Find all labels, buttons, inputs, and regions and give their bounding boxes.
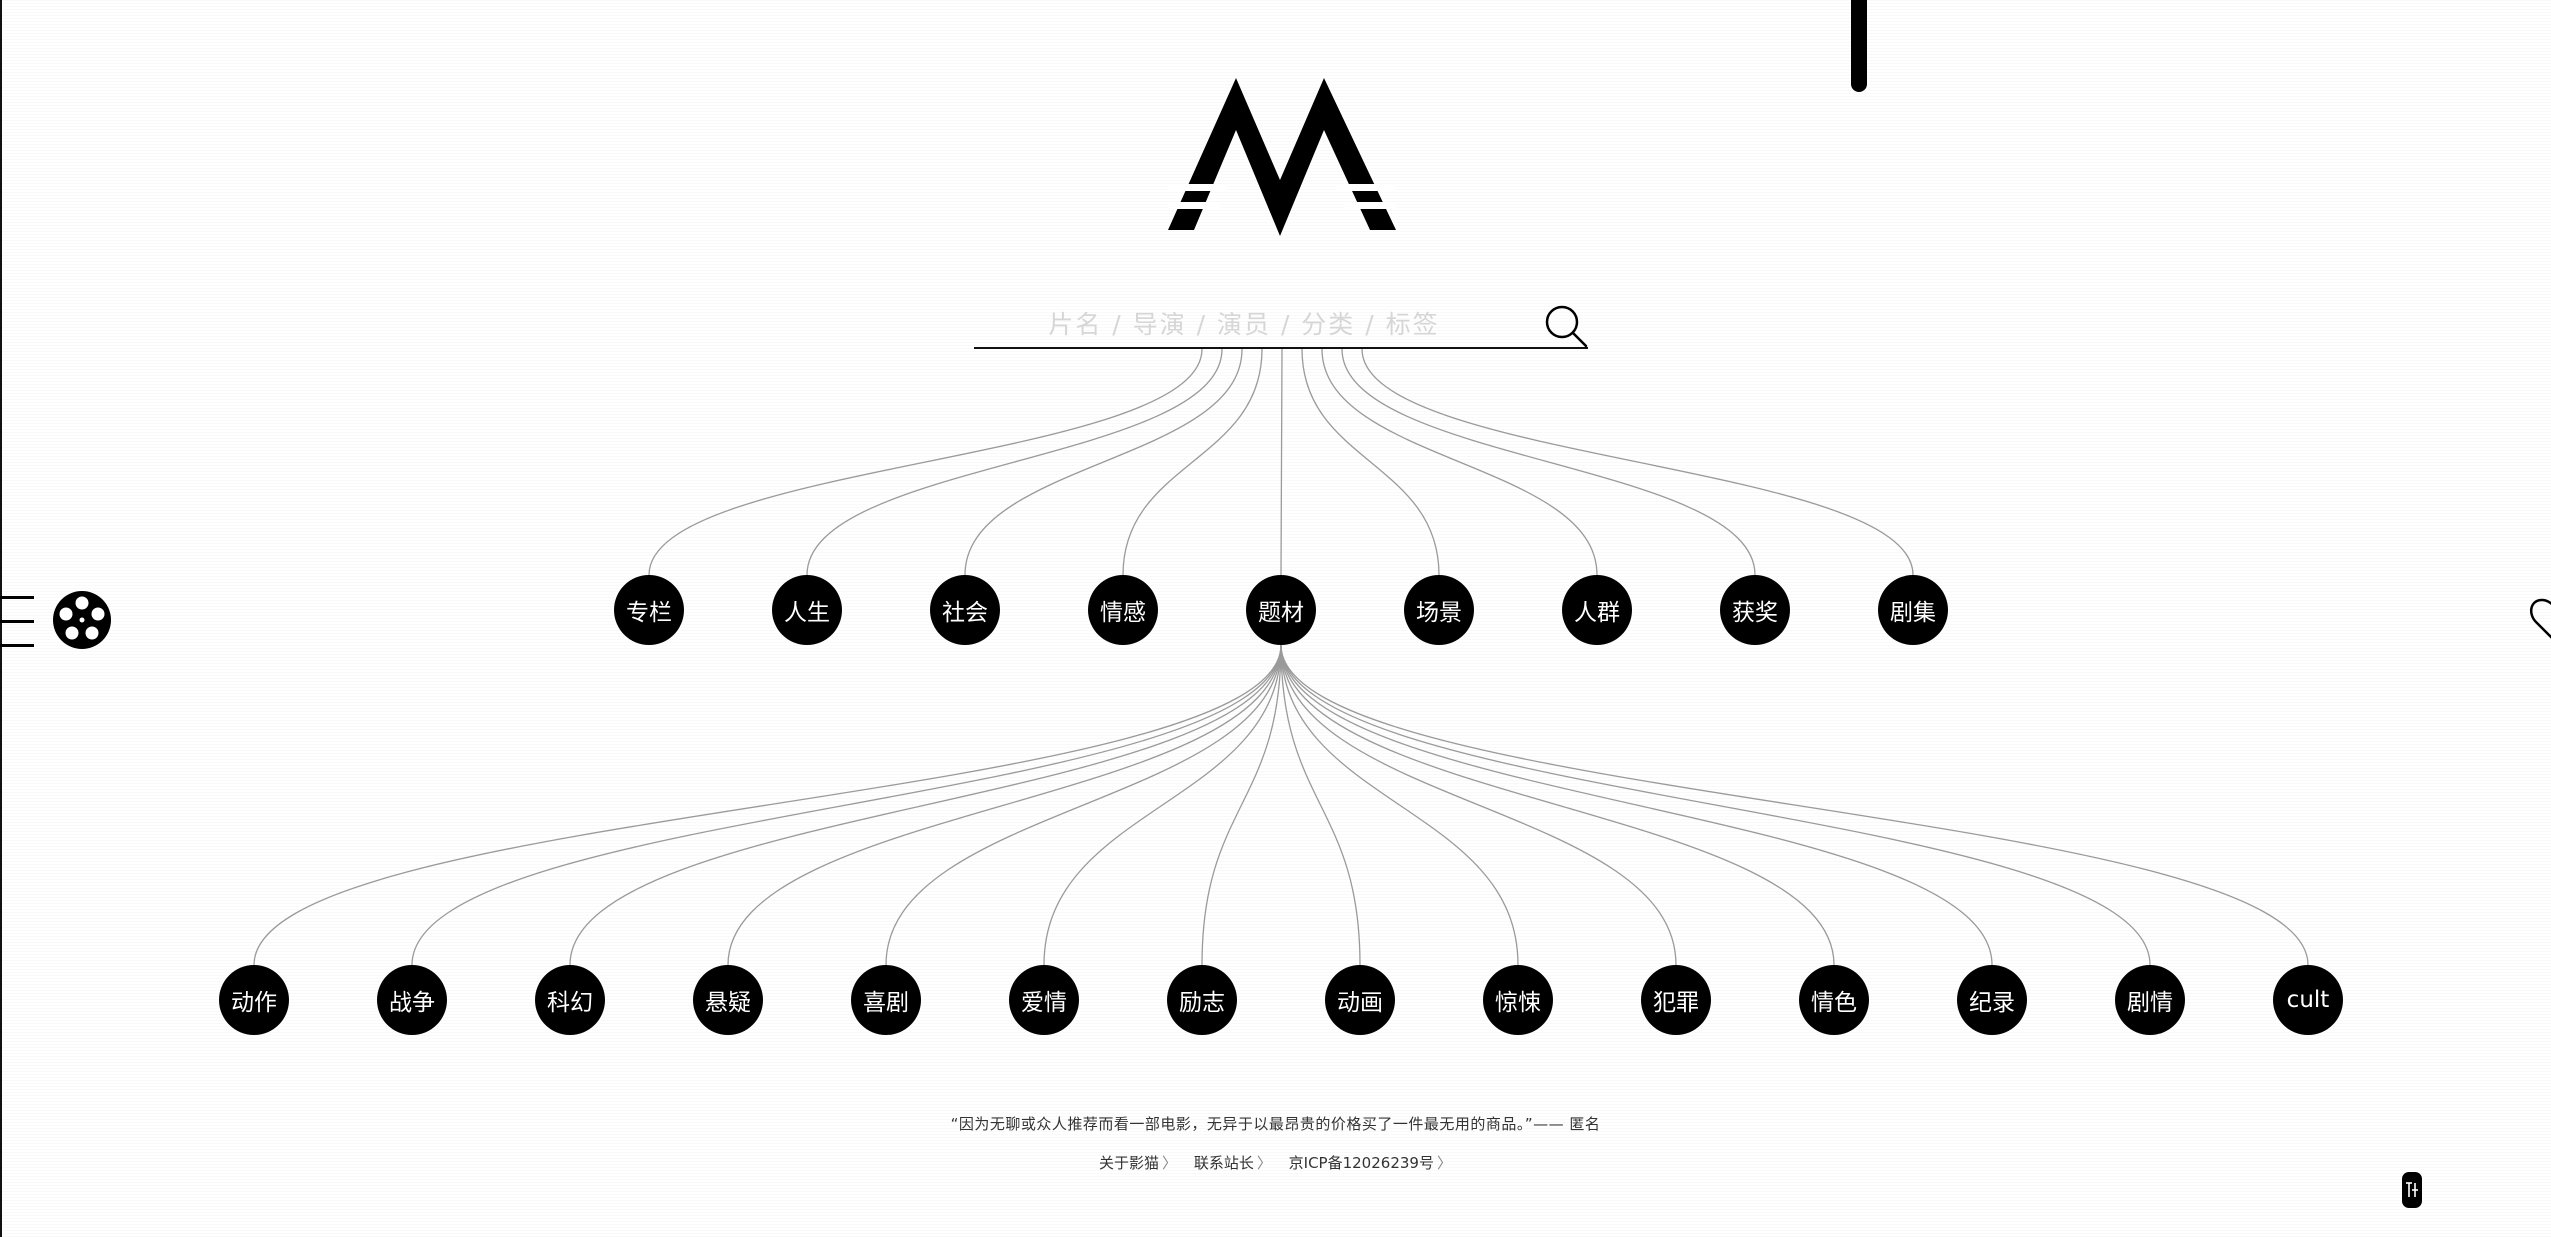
subcategory-branch-line: [1280, 644, 1835, 966]
subcategory-node[interactable]: 爱情: [1009, 965, 1079, 1035]
menu-icon[interactable]: [0, 596, 34, 648]
node-label: 情感: [1100, 600, 1146, 626]
subcategory-node[interactable]: 动作: [219, 965, 289, 1035]
subcategory-branch-line: [885, 644, 1282, 966]
chevron-right-icon: 〉: [1436, 1154, 1452, 1172]
category-node[interactable]: 获奖: [1720, 575, 1790, 645]
subcategory-branch-line: [1280, 644, 2309, 966]
node-label: 专栏: [626, 600, 672, 626]
subcategory-branch-line: [1280, 644, 2151, 966]
chevron-right-icon: 〉: [1256, 1154, 1272, 1172]
subcategory-node[interactable]: 纪录: [1957, 965, 2027, 1035]
category-branch-line: [1122, 348, 1263, 576]
node-label: 情色: [1811, 990, 1857, 1016]
node-label: 人群: [1574, 600, 1620, 626]
subcategory-node[interactable]: 情色: [1799, 965, 1869, 1035]
footer-link-label: 京ICP备12026239号: [1288, 1154, 1434, 1172]
node-label: 爱情: [1021, 990, 1067, 1016]
category-node[interactable]: 场景: [1404, 575, 1474, 645]
node-label: 社会: [942, 600, 988, 626]
subcategory-node[interactable]: 悬疑: [693, 965, 763, 1035]
node-label: 人生: [784, 600, 830, 626]
node-label: cult: [2286, 987, 2330, 1013]
subcategory-node[interactable]: cult: [2273, 965, 2343, 1035]
category-branch-line: [1361, 348, 1914, 576]
subcategory-node[interactable]: 战争: [377, 965, 447, 1035]
search-bar: [974, 298, 1590, 350]
subcategory-branch-line: [1280, 644, 1361, 966]
chevron-right-icon: 〉: [1162, 1154, 1178, 1172]
node-label: 悬疑: [705, 990, 751, 1016]
node-label: 励志: [1179, 990, 1225, 1016]
node-label: 纪录: [1969, 990, 2015, 1016]
back-to-top-button[interactable]: [2402, 1172, 2422, 1208]
category-node[interactable]: 社会: [930, 575, 1000, 645]
subcategory-node[interactable]: 励志: [1167, 965, 1237, 1035]
search-input[interactable]: [974, 298, 1514, 350]
footer-link-label: 联系站长: [1193, 1154, 1254, 1172]
subcategory-branch-line: [411, 644, 1282, 966]
node-label: 剧集: [1890, 600, 1936, 626]
site-logo[interactable]: [1168, 78, 1396, 238]
node-label: 动画: [1337, 990, 1383, 1016]
footer-link-label: 关于影猫: [1099, 1154, 1160, 1172]
category-node[interactable]: 剧集: [1878, 575, 1948, 645]
back-to-top-icon: [2406, 1182, 2418, 1197]
category-node[interactable]: 人生: [772, 575, 842, 645]
node-label: 获奖: [1732, 600, 1778, 626]
node-label: 题材: [1258, 600, 1304, 626]
node-label: 犯罪: [1653, 990, 1699, 1016]
film-reel-icon[interactable]: [52, 590, 112, 650]
category-node[interactable]: 人群: [1562, 575, 1632, 645]
node-label: 战争: [389, 990, 435, 1016]
category-branch-line: [648, 348, 1203, 576]
subcategory-branch-line: [1201, 644, 1282, 966]
footer-links: 关于影猫〉 联系站长〉 京ICP备12026239号〉: [0, 1152, 2551, 1173]
subcategory-node[interactable]: 科幻: [535, 965, 605, 1035]
node-label: 喜剧: [863, 990, 909, 1016]
subcategory-node[interactable]: 喜剧: [851, 965, 921, 1035]
subcategory-branch-line: [1280, 644, 1677, 966]
subcategory-branch-line: [727, 644, 1282, 966]
node-label: 场景: [1416, 600, 1462, 626]
footer-link-contact[interactable]: 联系站长〉: [1194, 1154, 1272, 1172]
node-label: 科幻: [547, 990, 593, 1016]
top-pull-handle[interactable]: [1851, 0, 1867, 92]
subcategory-branch-line: [1043, 644, 1282, 966]
category-node[interactable]: 题材: [1246, 575, 1316, 645]
subcategory-node[interactable]: 惊悚: [1483, 965, 1553, 1035]
subcategory-node[interactable]: 剧情: [2115, 965, 2185, 1035]
subcategory-node[interactable]: 动画: [1325, 965, 1395, 1035]
category-branch-line: [1321, 348, 1598, 576]
search-underline: [974, 347, 1588, 349]
subcategory-branch-line: [569, 644, 1282, 966]
subcategory-branch-line: [1280, 644, 1993, 966]
footer-link-icp[interactable]: 京ICP备12026239号〉: [1289, 1154, 1452, 1172]
category-branch-line: [1301, 348, 1440, 576]
left-edge-line: [0, 0, 2, 1237]
category-branch-line: [964, 348, 1243, 576]
category-branch-line: [1341, 348, 1756, 576]
category-node[interactable]: 专栏: [614, 575, 684, 645]
node-label: 剧情: [2127, 990, 2173, 1016]
subcategory-branch-line: [1280, 644, 1519, 966]
subcategory-branch-line: [253, 644, 1282, 966]
node-label: 动作: [231, 990, 277, 1016]
footer-quote: “因为无聊或众人推荐而看一部电影，无异于以最昂贵的价格买了一件最无用的商品。”—…: [950, 1115, 1601, 1133]
search-icon[interactable]: [1544, 304, 1590, 350]
heart-icon[interactable]: [2526, 590, 2551, 646]
subcategory-node[interactable]: 犯罪: [1641, 965, 1711, 1035]
node-label: 惊悚: [1495, 990, 1541, 1016]
category-branch-line: [806, 348, 1223, 576]
footer-link-about[interactable]: 关于影猫〉: [1099, 1154, 1177, 1172]
category-branch-line: [1280, 348, 1283, 576]
category-node[interactable]: 情感: [1088, 575, 1158, 645]
